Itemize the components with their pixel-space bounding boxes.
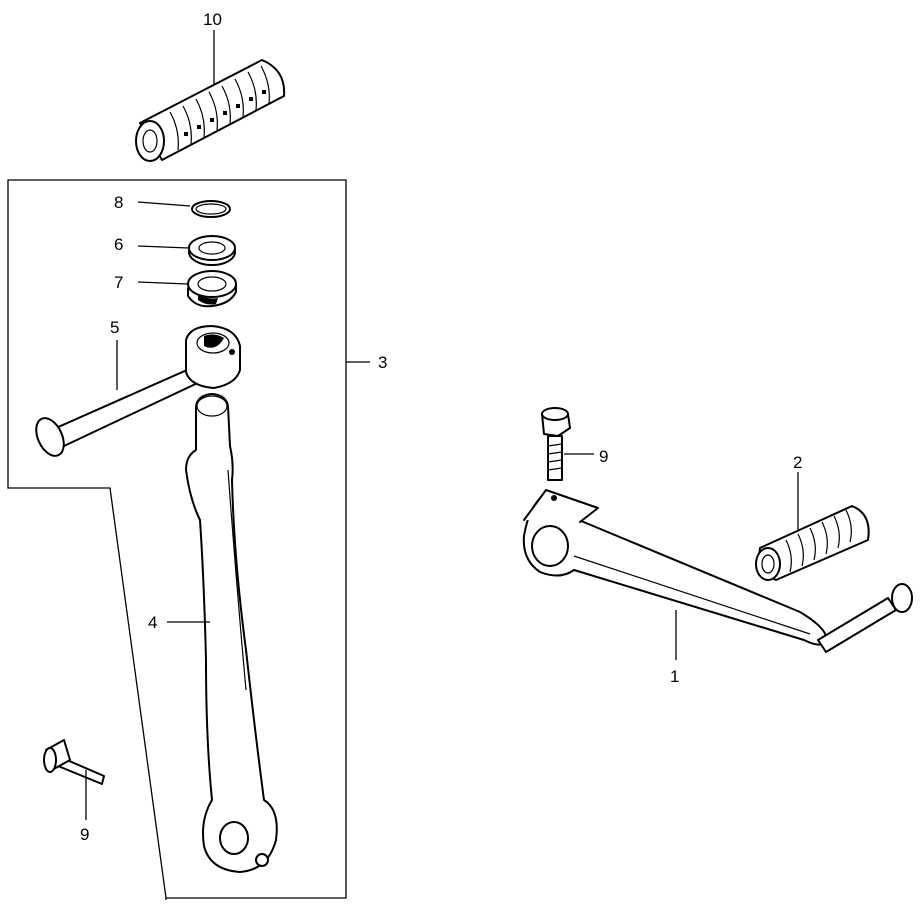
callout-6: 6: [114, 235, 123, 254]
assembly-outline: [7, 179, 347, 900]
callout-8: 8: [114, 193, 123, 212]
bolt-left[interactable]: [43, 739, 105, 785]
kick-lever[interactable]: [522, 489, 913, 653]
grip-rubber-top[interactable]: [135, 59, 286, 162]
callout-9-left: 9: [80, 825, 89, 844]
kick-arm[interactable]: [185, 393, 278, 873]
callout-5: 5: [110, 318, 119, 337]
bolt-right[interactable]: [541, 407, 571, 481]
pivot-pin[interactable]: [31, 325, 241, 460]
callout-9-right: 9: [599, 447, 608, 466]
callout-10: 10: [203, 10, 222, 29]
callout-7: 7: [114, 273, 123, 292]
callout-2: 2: [793, 453, 802, 472]
circlip[interactable]: [191, 200, 231, 218]
grip-rubber-right[interactable]: [755, 505, 870, 581]
callout-3: 3: [378, 353, 387, 372]
washer[interactable]: [188, 235, 236, 266]
spring[interactable]: [187, 270, 237, 308]
callout-4: 4: [148, 613, 157, 632]
callout-1: 1: [670, 667, 679, 686]
